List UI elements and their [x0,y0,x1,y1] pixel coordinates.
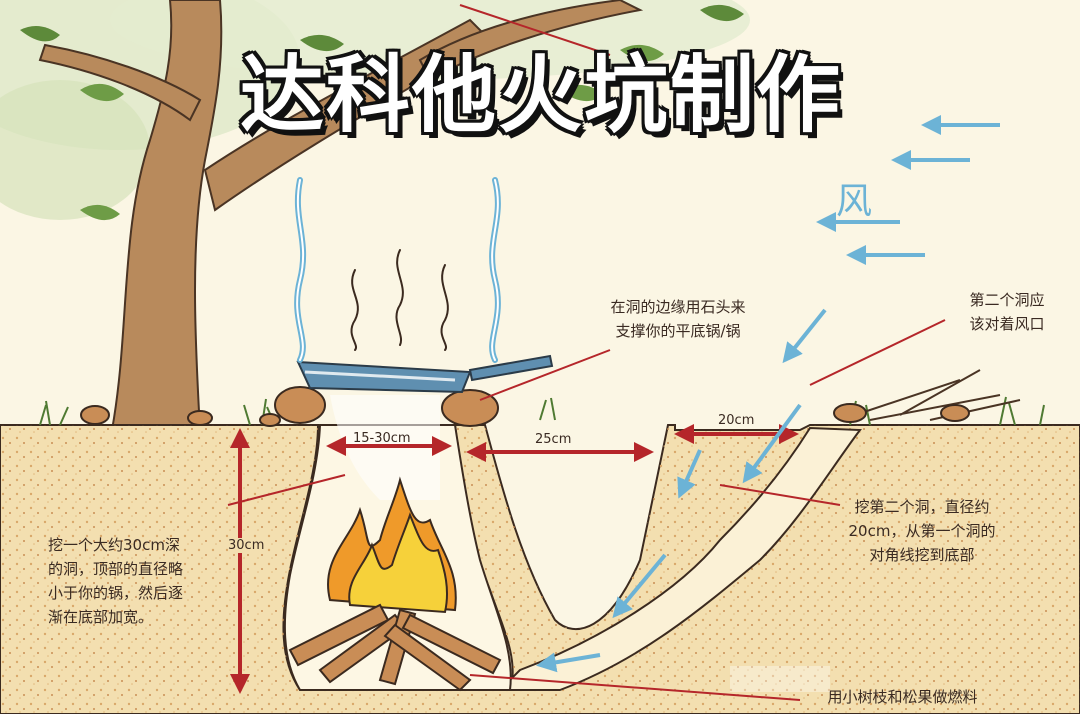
firewood [288,603,502,692]
tree-trunk [38,0,644,431]
dig-first-line-4: 渐在底部加宽。 [48,608,154,626]
stone-support-line-1: 在洞的边缘用石头来 [610,298,746,316]
dig-second-line-3: 对角线挖到底部 [869,546,975,564]
second-hole-wind-line-1: 第二个洞应 [969,291,1045,309]
ground-soil [0,424,1080,714]
label-leader-lines [227,4,946,701]
separation-dimension: 25cm [535,432,572,447]
watermark-blur [730,666,830,692]
twig-pile [839,369,1021,421]
stone-support-label: 在洞的边缘用石头来 支撑你的平底锅/锅 [568,295,788,343]
dig-second-line-1: 挖第二个洞，直径约 [854,498,990,516]
steam [294,177,501,363]
top-width-dimension: 15-30cm [353,431,411,446]
dimension-arrows [230,424,799,694]
second-hole-wind-line-2: 该对着风口 [969,315,1045,333]
support-stones [80,386,970,427]
dig-second-line-2: 20cm，从第一个洞的 [848,522,996,540]
wind-label: 风 [836,181,873,222]
dig-first-hole-label: 挖一个大约30cm深 的洞，顶部的直径略 小于你的锅，然后逐 渐在底部加宽。 [48,533,228,629]
dig-first-line-1: 挖一个大约30cm深 [48,536,180,554]
stone-support-line-2: 支撑你的平底锅/锅 [615,322,741,340]
dig-second-hole-label: 挖第二个洞，直径约 20cm，从第一个洞的 对角线挖到底部 [822,495,1022,567]
fuel-label: 用小树枝和松果做燃料 [827,688,978,706]
fire [327,476,457,614]
frying-pan [296,354,554,394]
depth-dimension: 30cm [228,538,265,553]
dig-first-line-3: 小于你的锅，然后逐 [48,584,184,602]
second-hole-wind-label: 第二个洞应 该对着风口 [952,288,1062,336]
second-hole-width-dimension: 20cm [718,413,755,428]
page-title: 达科他火坑制作 [239,46,842,144]
dig-first-line-2: 的洞，顶部的直径略 [48,560,184,578]
wind-arrows [536,115,1000,673]
